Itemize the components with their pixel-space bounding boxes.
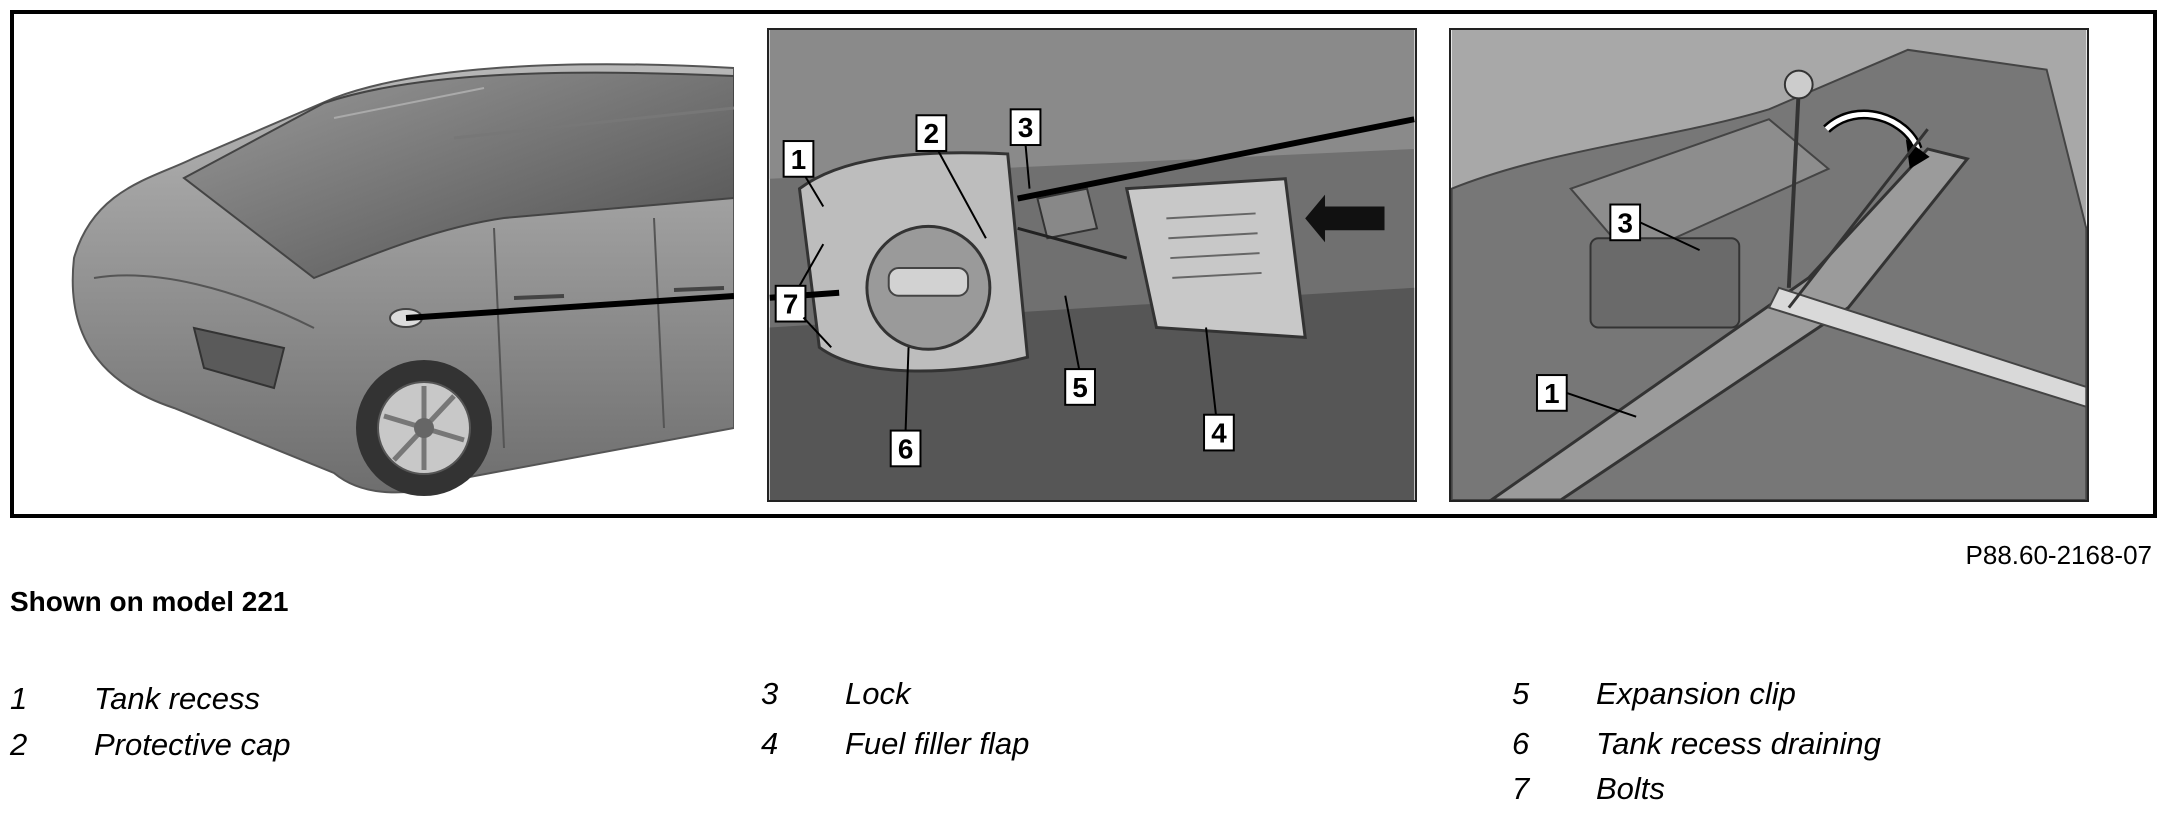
legend-item: 6 Tank recess draining xyxy=(1512,726,2072,772)
svg-text:3: 3 xyxy=(1018,112,1033,143)
callout-4: 4 xyxy=(1203,327,1235,452)
callout-6: 6 xyxy=(889,347,922,468)
legend-item: 4 Fuel filler flap xyxy=(761,726,1321,772)
figure-caption: Shown on model 221 xyxy=(10,586,289,617)
svg-text:6: 6 xyxy=(898,433,913,464)
car-overview-illustration xyxy=(34,28,734,502)
legend-item: 2 Protective cap xyxy=(10,727,570,773)
svg-text:2: 2 xyxy=(924,118,939,149)
legend-label: Tank recess xyxy=(94,681,260,716)
legend-label: Protective cap xyxy=(94,727,291,762)
svg-text:4: 4 xyxy=(1211,417,1227,448)
callout-2: 2 xyxy=(915,114,987,239)
parts-legend: 1 Tank recess 2 Protective cap 3 Lock 4 … xyxy=(0,676,2172,806)
legend-number: 5 xyxy=(1512,676,1530,711)
callout-lock-3: 3 xyxy=(1609,203,1701,252)
legend-item: 1 Tank recess xyxy=(10,681,570,727)
legend-item: 7 Bolts xyxy=(1512,771,2072,817)
svg-text:1: 1 xyxy=(1544,378,1559,409)
legend-number: 6 xyxy=(1512,726,1530,761)
fuel-filler-flap-photo: 1 2 3 4 5 xyxy=(767,28,1417,502)
lock-detail-photo: 3 1 xyxy=(1449,28,2089,502)
svg-text:5: 5 xyxy=(1072,372,1087,403)
legend-number: 1 xyxy=(10,681,28,716)
callout-1: 1 xyxy=(782,140,825,208)
callout-7: 7 xyxy=(774,243,832,348)
legend-number: 3 xyxy=(761,676,779,711)
svg-text:3: 3 xyxy=(1618,207,1633,238)
callout-lock-1: 1 xyxy=(1535,374,1637,418)
legend-item: 5 Expansion clip xyxy=(1512,676,2072,722)
callout-3: 3 xyxy=(1009,108,1042,189)
figure-reference-code: P88.60-2168-07 xyxy=(1965,540,2152,570)
legend-label: Tank recess draining xyxy=(1596,726,1881,761)
figure-frame: 1 2 3 4 5 xyxy=(10,10,2157,518)
svg-text:7: 7 xyxy=(783,289,798,320)
legend-number: 4 xyxy=(761,726,779,761)
legend-number: 7 xyxy=(1512,771,1530,806)
legend-label: Fuel filler flap xyxy=(845,726,1030,761)
legend-label: Lock xyxy=(845,676,911,711)
legend-item: 3 Lock xyxy=(761,676,1321,722)
legend-label: Expansion clip xyxy=(1596,676,1796,711)
svg-text:1: 1 xyxy=(791,144,806,175)
legend-label: Bolts xyxy=(1596,771,1665,806)
legend-number: 2 xyxy=(10,727,28,762)
callout-5: 5 xyxy=(1064,295,1096,406)
